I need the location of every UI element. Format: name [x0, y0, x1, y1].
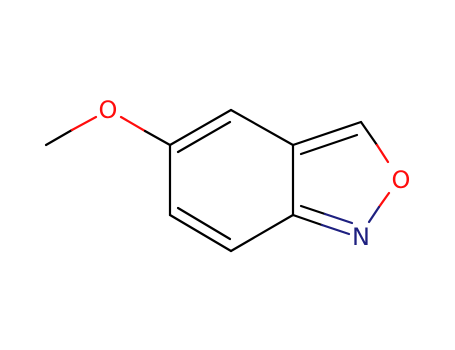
ring-oxygen-label: O: [392, 166, 411, 194]
bond-methyl-o: [44, 115, 98, 147]
benzene-ring: [168, 108, 295, 253]
isoxazole-ring: [291, 120, 391, 236]
methoxy-oxygen-label: O: [99, 96, 118, 124]
ring-nitrogen-label: N: [352, 223, 370, 251]
bond-o-c5: [119, 115, 172, 147]
